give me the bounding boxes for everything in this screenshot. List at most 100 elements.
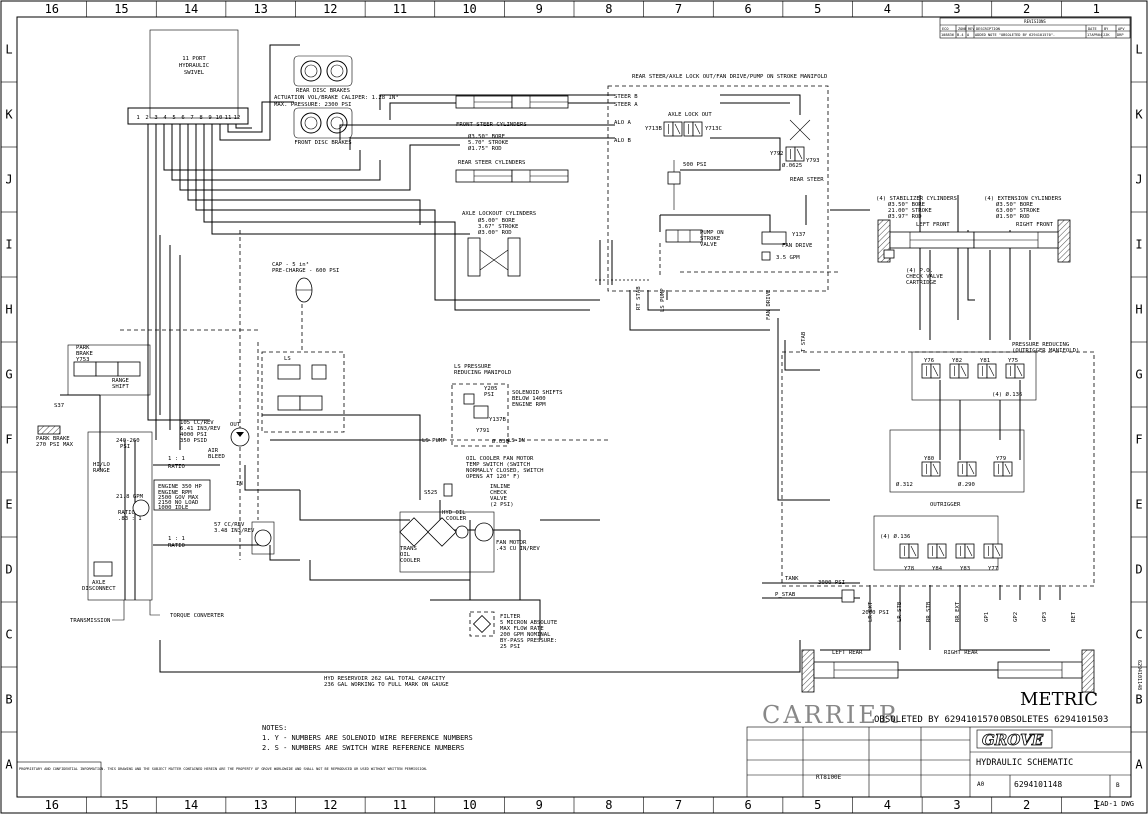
ext-spec-3: Ø1.50" ROD bbox=[996, 213, 1030, 220]
zone-row-right-D: D bbox=[1135, 563, 1142, 577]
zone-row-left-I: I bbox=[5, 238, 12, 252]
zone-col-bottom-16: 16 bbox=[45, 798, 59, 812]
y137b-label: Y137B bbox=[489, 417, 506, 423]
rev-cell-0-5: JJK bbox=[1103, 33, 1110, 37]
pressure-reducing-2: (OUTRIGGER MANIFOLD) bbox=[1012, 348, 1079, 354]
zone-row-right-B: B bbox=[1135, 693, 1142, 707]
solenoid-shifts-1: SOLENOID SHIFTS bbox=[512, 390, 563, 396]
pump-on-stroke-2: STROKE bbox=[700, 236, 721, 242]
zone-col-bottom-9: 9 bbox=[536, 798, 543, 812]
swivel-port-6: 6 bbox=[181, 115, 184, 121]
park-brake-sol-3: Y753 bbox=[76, 357, 89, 363]
y80-label: Y80 bbox=[924, 456, 934, 462]
filter-6: 25 PSI bbox=[500, 644, 520, 650]
ls-pressure-reducing-manifold: LS PRESSURE REDUCING MANIFOLD Y205 PSI S… bbox=[422, 364, 563, 447]
ratio2-label-1: RATIO bbox=[118, 510, 135, 516]
ratio1-value: 1 : 1 bbox=[168, 456, 185, 462]
park-brake-sol-1: PARK bbox=[76, 345, 90, 351]
rear-port-6: GP3 bbox=[1042, 612, 1048, 622]
stab-cyl-label: (4) STABILIZER CYLINDERS bbox=[876, 196, 957, 202]
rev-cell-0-6: DRP bbox=[1117, 33, 1124, 37]
rev-col-3: DESCRIPTION bbox=[976, 27, 1000, 31]
accumulator-label-1: CAP - 5 in³ bbox=[272, 261, 309, 268]
y81-label: Y81 bbox=[980, 358, 990, 364]
zone-row-left-G: G bbox=[5, 368, 12, 382]
alo-spec-3: Ø3.00" ROD bbox=[478, 229, 512, 236]
trans-oil-cooler-3: COOLER bbox=[400, 558, 421, 564]
zone-col-top-1: 1 bbox=[1093, 2, 1100, 16]
y83-label: Y83 bbox=[960, 566, 970, 572]
trans-oil-cooler-2: OIL bbox=[400, 552, 411, 558]
hydraulic-reservoir: HYD RESERVOIR 262 GAL TOTAL CAPACITY 236… bbox=[159, 640, 801, 688]
grove-logo: GROVE bbox=[982, 731, 1044, 749]
ls-pump-label: LS-PUMP bbox=[422, 438, 446, 444]
zone-col-top-6: 6 bbox=[744, 2, 751, 16]
ls-pressure-label-2: REDUCING MANIFOLD bbox=[454, 370, 512, 376]
pump-spec-2: 6.41 IN3/REV bbox=[180, 426, 221, 432]
ls-label: LS bbox=[284, 356, 291, 362]
hyd-oil-cooler-1: HYD OIL bbox=[442, 510, 466, 516]
left-front-label: LEFT FRONT bbox=[916, 222, 950, 228]
gpm218-label: 21.8 GPM bbox=[116, 494, 144, 500]
rear-steer-label: REAR STEER bbox=[790, 177, 824, 183]
oil-cooler-note-1: OIL COOLER FAN MOTOR bbox=[466, 456, 534, 462]
axle-disconnect-2: DISCONNECT bbox=[82, 586, 116, 592]
y792-label: Y792 bbox=[770, 151, 783, 157]
orifice136b-label: (4) Ø.136 bbox=[880, 533, 910, 540]
zone-row-left-F: F bbox=[5, 433, 12, 447]
ratio2-label-2: .83 : 1 bbox=[118, 516, 142, 522]
filter: FILTER 5 MICRON ABSOLUTE MAX FLOW RATE 2… bbox=[469, 611, 558, 650]
axle-lockout-label: AXLE LOCK OUT bbox=[668, 112, 712, 118]
zone-row-right-F: F bbox=[1135, 433, 1142, 447]
y713c-label: Y713C bbox=[705, 126, 722, 132]
rev-col-6: APV bbox=[1118, 27, 1125, 31]
solenoid-shifts-3: ENGINE RPM bbox=[512, 402, 546, 408]
zone-col-bottom-12: 12 bbox=[323, 798, 337, 812]
air-bleed-2: BLEED bbox=[208, 454, 225, 460]
transmission: PARK BRAKE Y753 RANGE SHIFT S37 PARK BRA… bbox=[36, 344, 225, 624]
psi500-label: 500 PSI bbox=[683, 162, 707, 168]
zone-col-top-11: 11 bbox=[393, 2, 407, 16]
drawing-title: HYDRAULIC SCHEMATIC bbox=[976, 758, 1073, 768]
zone-col-top-16: 16 bbox=[45, 2, 59, 16]
note-1: 1. Y - NUMBERS ARE SOLENOID WIRE REFEREN… bbox=[262, 734, 473, 742]
pump-spec-4: 350 PSID bbox=[180, 438, 208, 444]
notes-heading: NOTES: bbox=[262, 724, 287, 732]
alo-spec-1: Ø5.00" BORE bbox=[478, 217, 516, 224]
psi270-label: 270 PSI MAX bbox=[36, 442, 74, 448]
zone-col-top-3: 3 bbox=[953, 2, 960, 16]
side-tab: 6294101148 bbox=[1136, 660, 1142, 690]
zone-col-top-5: 5 bbox=[814, 2, 821, 16]
carrier-label: CARRIER bbox=[762, 701, 900, 729]
front-disc-brakes-label: FRONT DISC BRAKES bbox=[294, 140, 351, 146]
zone-col-top-14: 14 bbox=[184, 2, 198, 16]
ext-cyl-label: (4) EXTENSION CYLINDERS bbox=[984, 196, 1061, 202]
title-block: CARRIER OBSOLETED BY 6294101570 OBSOLETE… bbox=[746, 660, 1142, 808]
zone-row-left-E: E bbox=[5, 498, 12, 512]
size-label: A0 bbox=[977, 781, 985, 788]
metric-label: METRIC bbox=[1020, 689, 1098, 710]
obsoleted-by-label: OBSOLETED BY 6294101570 bbox=[874, 715, 999, 725]
swivel-port-8: 8 bbox=[199, 115, 203, 121]
orifice-0625-label: Ø.0625 bbox=[782, 162, 802, 169]
zone-row-left-B: B bbox=[5, 693, 12, 707]
s525-label: S525 bbox=[424, 490, 437, 496]
air-bleed-1: AIR bbox=[208, 448, 219, 454]
swivel-port-1: 1 bbox=[136, 115, 139, 121]
zone-col-top-8: 8 bbox=[605, 2, 612, 16]
zone-col-bottom-13: 13 bbox=[253, 798, 267, 812]
swivel-port-5: 5 bbox=[172, 115, 175, 121]
steer-pump: 57 CC/REV 3.48 IN3/REV bbox=[214, 521, 275, 555]
port-fan-drive: FAN DRIVE bbox=[766, 289, 772, 320]
file-label: CAD-1 DWG bbox=[1096, 800, 1134, 808]
zone-col-bottom-8: 8 bbox=[605, 798, 612, 812]
accumulator: CAP - 5 in³ PRE-CHARGE - 600 PSI bbox=[272, 261, 339, 303]
hi-lo-range-1: HI/LO bbox=[93, 462, 110, 468]
zone-row-left-J: J bbox=[5, 173, 12, 187]
zone-col-bottom-14: 14 bbox=[184, 798, 198, 812]
swivel-port-7: 7 bbox=[190, 115, 193, 121]
swivel-label-2: HYDRAULIC bbox=[179, 63, 209, 69]
manifold-title: REAR STEER/AXLE LOCK OUT/FAN DRIVE/PUMP … bbox=[632, 74, 828, 80]
reservoir-1: HYD RESERVOIR 262 GAL TOTAL CAPACITY bbox=[324, 676, 446, 682]
